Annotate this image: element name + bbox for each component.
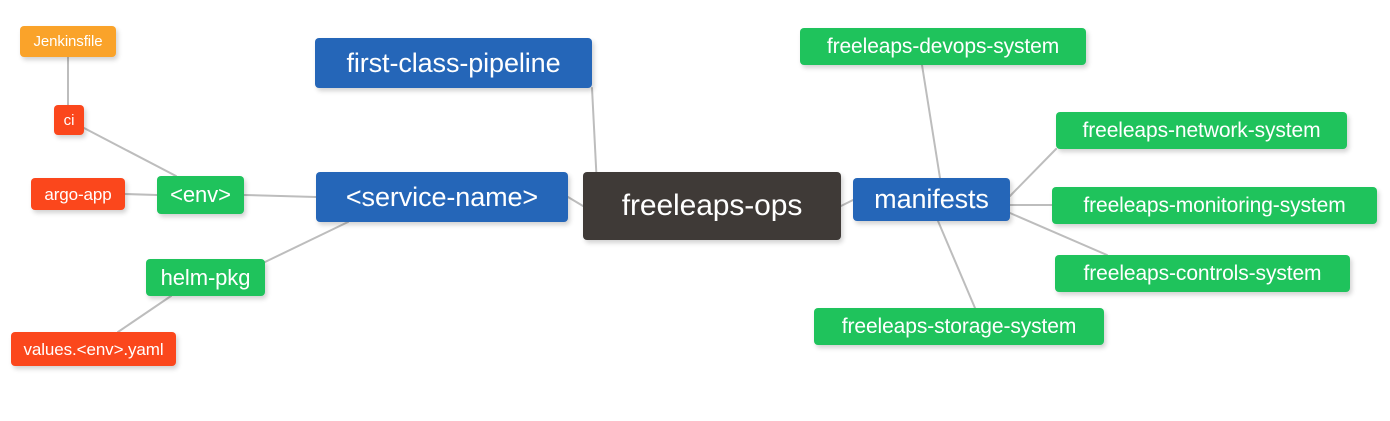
edge-env-to-argo-app [124, 193, 158, 196]
mindmap-node-helm-pkg[interactable]: helm-pkg [146, 259, 265, 296]
mindmap-node-service-name[interactable]: <service-name> [316, 172, 568, 222]
edge-manifests-to-freeleaps-storage-system [937, 220, 976, 309]
mindmap-node-freeleaps-ops[interactable]: freeleaps-ops [583, 172, 841, 240]
mindmap-node-jenkinsfile[interactable]: Jenkinsfile [20, 26, 116, 57]
mindmap-node-manifests[interactable]: manifests [853, 178, 1010, 221]
mindmap-node-freeleaps-storage-system[interactable]: freeleaps-storage-system [814, 308, 1104, 345]
mindmap-node-values-env-yaml[interactable]: values.<env>.yaml [11, 332, 176, 366]
mindmap-node-ci[interactable]: ci [54, 105, 84, 135]
mindmap-node-freeleaps-controls-system[interactable]: freeleaps-controls-system [1055, 255, 1350, 292]
edge-manifests-to-freeleaps-devops-system [921, 64, 941, 179]
mindmap-node-first-class-pipeline[interactable]: first-class-pipeline [315, 38, 592, 88]
edge-manifests-to-freeleaps-controls-system [1009, 212, 1108, 256]
edge-env-to-ci [83, 127, 177, 177]
edge-service-name-to-helm-pkg [264, 221, 349, 263]
edge-freeleaps-ops-to-manifests [840, 199, 854, 207]
mindmap-node-freeleaps-devops-system[interactable]: freeleaps-devops-system [800, 28, 1086, 65]
edge-helm-pkg-to-values-env-yaml [117, 295, 172, 333]
edge-freeleaps-ops-to-first-class-pipeline [591, 87, 598, 187]
edge-manifests-to-freeleaps-network-system [1009, 148, 1057, 197]
mindmap-node-freeleaps-monitoring-system[interactable]: freeleaps-monitoring-system [1052, 187, 1377, 224]
mindmap-node-argo-app[interactable]: argo-app [31, 178, 125, 210]
mindmap-node-env[interactable]: <env> [157, 176, 244, 214]
mindmap-node-freeleaps-network-system[interactable]: freeleaps-network-system [1056, 112, 1347, 149]
edge-service-name-to-env [243, 194, 317, 198]
edge-freeleaps-ops-to-service-name [567, 196, 584, 207]
